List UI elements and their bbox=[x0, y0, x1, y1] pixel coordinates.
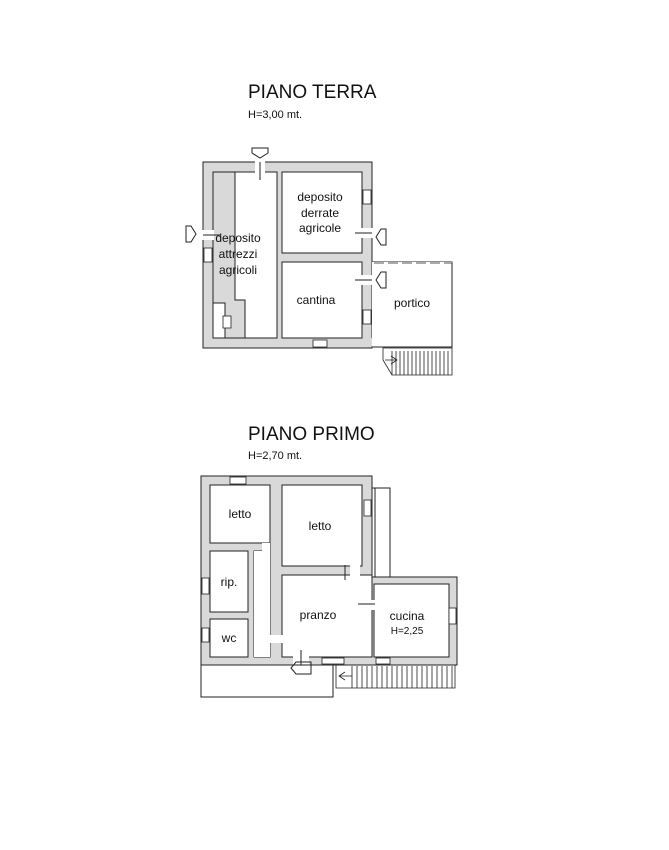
portico-edge bbox=[372, 263, 453, 348]
window-letto-small bbox=[229, 476, 247, 485]
label-deposito-derrate-1: deposito bbox=[297, 190, 343, 204]
room-letto-small bbox=[209, 484, 271, 544]
opening-cucina bbox=[360, 600, 376, 610]
ground-floor-plan bbox=[185, 147, 453, 376]
room-rip bbox=[209, 550, 249, 613]
opening-letto bbox=[262, 543, 270, 553]
label-cucina: cucina bbox=[390, 609, 425, 623]
first-floor-title: PIANO PRIMO bbox=[248, 424, 375, 445]
entrance-arrow-top bbox=[251, 147, 269, 159]
window-cantina bbox=[362, 309, 372, 325]
label-cucina-height: H=2,25 bbox=[391, 626, 424, 637]
ground-floor-title: PIANO TERRA bbox=[248, 82, 377, 103]
first-floor-plan bbox=[200, 475, 458, 698]
window-letto-large bbox=[363, 499, 372, 517]
ground-floor-height: H=3,00 mt. bbox=[248, 109, 302, 121]
window-left bbox=[203, 247, 213, 263]
balcony-right bbox=[372, 487, 391, 577]
label-deposito-attrezzi-2: attrezzi bbox=[219, 247, 258, 261]
window-derrate bbox=[362, 189, 372, 205]
window-pranzo bbox=[321, 657, 345, 665]
room-pranzo bbox=[281, 574, 373, 658]
inner-wall-left bbox=[212, 171, 246, 339]
opening-pranzo bbox=[268, 635, 284, 643]
first-floor-height: H=2,70 mt. bbox=[248, 450, 302, 462]
room-deposito-derrate bbox=[281, 171, 363, 254]
entrance-arrow-first bbox=[290, 661, 312, 675]
room-cantina bbox=[281, 261, 363, 339]
window-rip bbox=[201, 577, 210, 595]
label-letto-small: letto bbox=[229, 507, 252, 521]
corridor-fill bbox=[254, 551, 270, 657]
window-cucina-bottom bbox=[375, 657, 391, 665]
ground-floor-stairs bbox=[382, 347, 453, 376]
label-deposito-attrezzi-3: agricoli bbox=[219, 263, 257, 277]
opening-letto-pranzo bbox=[350, 565, 360, 577]
entrance-arrow-left bbox=[185, 225, 197, 243]
label-pranzo: pranzo bbox=[300, 608, 337, 622]
room-letto-large bbox=[281, 484, 363, 567]
label-deposito-derrate-3: agricole bbox=[299, 221, 341, 235]
label-cantina: cantina bbox=[297, 293, 336, 307]
room-cucina bbox=[373, 583, 450, 658]
label-portico: portico bbox=[394, 296, 430, 310]
label-deposito-derrate-2: derrate bbox=[301, 206, 339, 220]
room-wc bbox=[209, 618, 249, 658]
window-cucina bbox=[448, 607, 457, 625]
first-floor-stairs bbox=[335, 664, 456, 689]
terrace bbox=[200, 664, 334, 698]
label-rip: rip. bbox=[221, 575, 238, 589]
window-wc bbox=[201, 627, 210, 643]
label-wc: wc bbox=[221, 631, 237, 645]
label-letto-large: letto bbox=[309, 519, 332, 533]
label-deposito-attrezzi-1: deposito bbox=[215, 231, 261, 245]
room-portico bbox=[372, 262, 452, 347]
entrance-arrow-derrate bbox=[375, 228, 387, 246]
window-bottom bbox=[312, 339, 328, 348]
entrance-arrow-cantina bbox=[375, 271, 387, 289]
window-inner bbox=[222, 315, 232, 329]
